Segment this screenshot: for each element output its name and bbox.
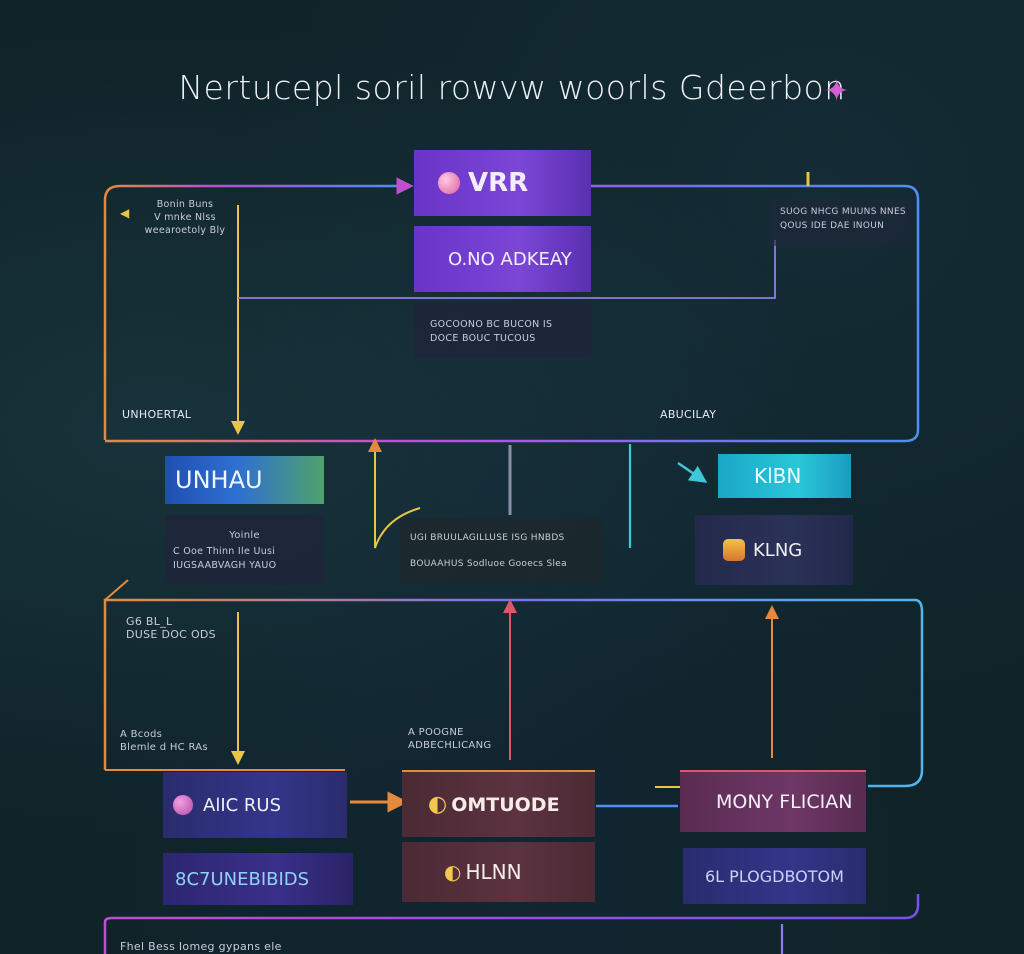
note-line: Bonin Buns — [156, 199, 214, 210]
moon-icon: ◐ — [428, 792, 448, 817]
lower-left-note-2: A Bcods Blemle d HC RAs — [120, 728, 208, 754]
bottom-left-box-2[interactable]: 8C7UNEBIBIDS — [163, 853, 353, 905]
box-label: KlBN — [754, 464, 802, 488]
box-label: 6L PLOGDBOTOM — [705, 866, 844, 886]
box-label: O.NO ADKEAY — [448, 248, 572, 270]
note-line: A Bcods — [120, 729, 163, 740]
top-center-box-1[interactable]: VRR — [414, 150, 591, 216]
orb-icon — [173, 795, 193, 815]
caption-line: DOCE BOUC TUCOUS — [430, 333, 536, 344]
note-line: V mnke Nlss — [154, 212, 216, 223]
lower-left-note: G6 BL_L DUSE DOC ODS — [126, 615, 216, 641]
bottom-right-box-1[interactable]: MONY FLICIAN — [680, 770, 866, 832]
box-label: KLNG — [753, 539, 803, 561]
orb-icon — [438, 172, 460, 194]
badge-icon — [723, 539, 745, 561]
note-line: Blemle d HC RAs — [120, 742, 208, 753]
caption-line: C Ooe Thinn Ile Uusi — [173, 546, 276, 557]
top-left-note: Bonin Buns V mnke Nlss weearoetoly Bly — [140, 198, 230, 237]
top-center-caption-panel: GOCOONO BC BUCON IS DOCE BOUC TUCOUS — [414, 302, 591, 358]
note-line: DUSE DOC ODS — [126, 628, 216, 641]
note-line: weearoetoly Bly — [144, 225, 226, 236]
bottom-right-box-2[interactable]: 6L PLOGDBOTOM — [683, 848, 866, 904]
box-label: VRR — [468, 168, 529, 198]
middle-right-box-1[interactable]: KlBN — [718, 454, 851, 498]
bottom-left-box-1[interactable]: AlIC RUS — [163, 772, 347, 838]
box-label: HLNN — [465, 860, 522, 884]
caption-title: Yoinle — [229, 530, 260, 541]
caption-line: IUGSAABVAGH YAUO — [173, 560, 277, 571]
top-right-note-panel: SUOG NHCG MUUNS NNES QOUS IDE DAE INOUN — [770, 200, 910, 246]
moon-icon: ◐ — [444, 860, 462, 884]
diagram-title: Nertucepl soril rowvw woorls Gdeerbon — [178, 68, 846, 107]
note-line: G6 BL_L — [126, 615, 173, 628]
note-line: SUOG NHCG MUUNS NNES — [780, 207, 906, 217]
middle-left-caption-panel: Yoinle C Ooe Thinn Ile Uusi IUGSAABVAGH … — [165, 515, 324, 585]
top-center-box-2[interactable]: O.NO ADKEAY — [414, 226, 591, 292]
loop-label-left: UNHOERTAL — [122, 408, 192, 421]
middle-right-box-2[interactable]: KLNG — [695, 515, 853, 585]
lower-center-note: A POOGNE ADBECHLICANG — [408, 726, 491, 752]
arrow-left-icon: ◀ — [120, 206, 130, 220]
note-line: A POOGNE — [408, 727, 464, 738]
middle-center-caption-panel: UGI BRUULAGILLUSE ISG HNBDS BOUAAHUS Sod… — [400, 518, 602, 582]
caption-line: GOCOONO BC BUCON IS — [430, 319, 553, 330]
box-label: AlIC RUS — [203, 794, 282, 816]
bottom-center-box-1[interactable]: ◐ OMTUODE — [402, 770, 595, 837]
box-label: 8C7UNEBIBIDS — [175, 868, 310, 890]
box-label: UNHAU — [175, 466, 263, 494]
note-line: ADBECHLICANG — [408, 740, 492, 751]
bottom-center-box-2[interactable]: ◐ HLNN — [402, 842, 595, 902]
footer-note: Fhel Bess Iomeg gypans ele — [120, 940, 282, 953]
middle-left-box[interactable]: UNHAU — [165, 456, 324, 504]
box-label: MONY FLICIAN — [716, 791, 853, 813]
box-label: OMTUODE — [451, 793, 560, 816]
loop-label-right: ABUCILAY — [660, 408, 717, 421]
caption-line: UGI BRUULAGILLUSE ISG HNBDS — [410, 533, 565, 543]
sparkle-icon: ✦ — [824, 74, 850, 109]
note-line: QOUS IDE DAE INOUN — [780, 221, 885, 231]
caption-line: BOUAAHUS Sodluoe Gooecs Slea — [410, 559, 567, 569]
